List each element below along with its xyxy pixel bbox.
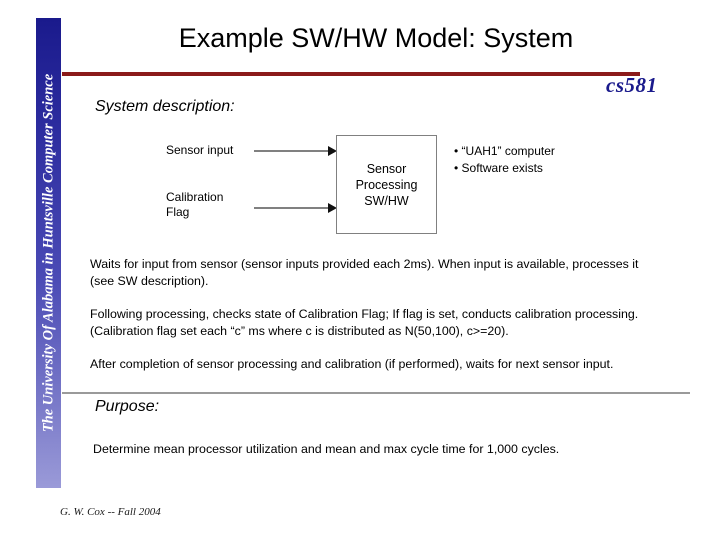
body-paragraph-2: Following processing, checks state of Ca… (90, 307, 639, 338)
diagram-box-line1: Sensor (366, 161, 407, 176)
section-heading-system-description: System description: (95, 98, 235, 115)
course-logo: cs581 (606, 73, 658, 97)
purpose-body-text: Determine mean processor utilization and… (93, 442, 560, 456)
diagram-notes-list: • “UAH1” computer • Software exists (454, 143, 555, 177)
diagram-label-calibration-flag-line1: Calibration (166, 190, 224, 204)
university-banner-text: The University Of Alabama in Huntsville … (40, 73, 56, 433)
system-description-body: Waits for input from sensor (sensor inpu… (90, 256, 662, 373)
slide-footer: G. W. Cox -- Fall 2004 (60, 506, 161, 518)
diagram-label-calibration-flag: Calibration Flag (166, 190, 223, 220)
body-paragraph-1: Waits for input from sensor (sensor inpu… (90, 257, 639, 288)
title-divider (62, 72, 640, 76)
section-heading-purpose: Purpose: (95, 398, 160, 415)
list-item: • “UAH1” computer (454, 144, 555, 158)
diagram-label-calibration-flag-line2: Flag (166, 205, 190, 219)
arrow-head-icon-sensor-input (328, 146, 337, 156)
purpose-divider (62, 392, 690, 394)
university-side-banner: The University Of Alabama in Huntsville … (36, 18, 61, 488)
list-item: • Software exists (454, 161, 543, 175)
diagram-box-sensor-processing: Sensor Processing SW/HW (336, 135, 437, 234)
arrow-line-sensor-input (254, 150, 334, 152)
arrow-line-calibration-flag (254, 207, 334, 209)
arrow-head-icon-calibration-flag (328, 203, 337, 213)
diagram-box-line3: SW/HW (364, 193, 409, 208)
diagram-box-text: Sensor Processing SW/HW (356, 161, 418, 209)
system-block-diagram: Sensor input Calibration Flag Sensor Pro… (62, 130, 682, 245)
body-paragraph-3: After completion of sensor processing an… (90, 357, 614, 371)
diagram-label-sensor-input: Sensor input (166, 143, 234, 157)
diagram-box-line2: Processing (355, 177, 418, 192)
page-title: Example SW/HW Model: System (178, 23, 574, 53)
